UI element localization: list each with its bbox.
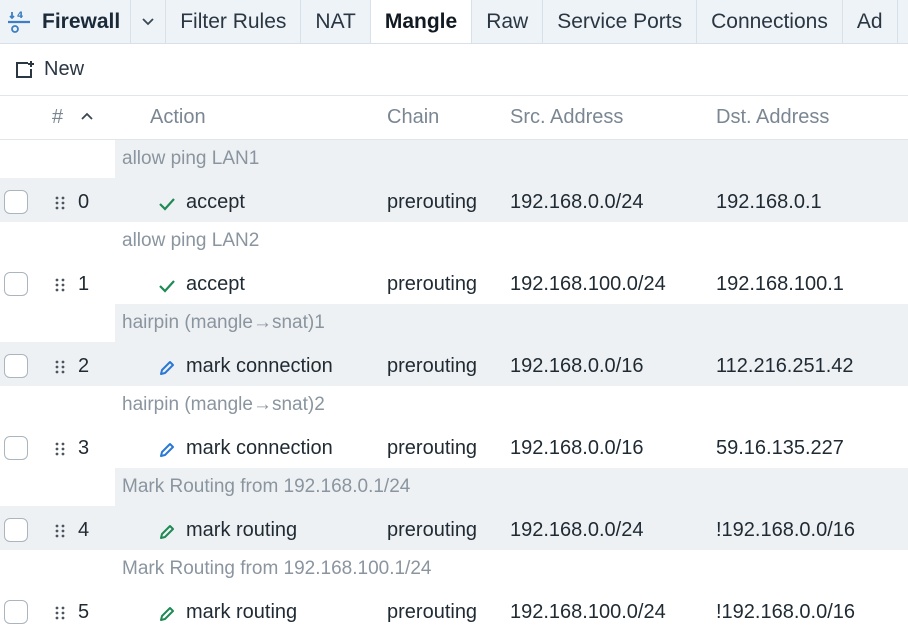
rule-number: 0 (78, 191, 90, 213)
table-header: # Action Chain Src. Address Dst. Address (0, 96, 908, 140)
rule-dst-address: !192.168.0.0/16 (716, 601, 856, 623)
rule-action: mark connection (186, 437, 333, 459)
rule-src-address: 192.168.0.0/16 (510, 437, 644, 459)
pencil-blue-icon (157, 358, 177, 378)
drag-handle-icon[interactable] (54, 442, 66, 456)
rule-chain: prerouting (387, 273, 478, 295)
table-row[interactable]: Mark Routing from 192.168.100.1/24 5 mark … (0, 550, 908, 632)
rule-action: mark connection (186, 355, 333, 377)
table-row[interactable]: hairpin (mangle→snat)1 2 mark connection pr… (0, 304, 908, 386)
rule-action: accept (186, 273, 245, 295)
tab-address-lists[interactable]: Ad (843, 0, 898, 43)
sort-ascending-icon[interactable] (81, 112, 93, 120)
rule-dst-address: 59.16.135.227 (716, 437, 844, 459)
row-checkbox[interactable] (4, 190, 28, 214)
new-button[interactable]: New (14, 58, 84, 81)
svg-text:4: 4 (17, 11, 23, 21)
chevron-down-icon (142, 17, 154, 25)
check-icon (157, 276, 177, 296)
rule-comment: allow ping LAN2 (122, 230, 260, 251)
rule-number: 5 (78, 601, 90, 623)
firewall-icon: 4 (6, 9, 32, 35)
new-button-label: New (44, 58, 85, 80)
pencil-green-icon (157, 604, 177, 624)
rule-src-address: 192.168.0.0/16 (510, 355, 644, 377)
rule-chain: prerouting (387, 355, 478, 377)
table-row[interactable]: allow ping LAN2 1 accept prerouting 192.168.… (0, 222, 908, 304)
column-header-src-address[interactable]: Src. Address (510, 106, 624, 128)
drag-handle-icon[interactable] (54, 196, 66, 210)
rule-dst-address: 192.168.0.1 (716, 191, 822, 213)
rule-chain: prerouting (387, 601, 478, 623)
row-checkbox[interactable] (4, 436, 28, 460)
rule-dst-address: !192.168.0.0/16 (716, 519, 856, 541)
rule-chain: prerouting (387, 519, 478, 541)
rule-action: accept (186, 191, 245, 213)
tab-service-ports[interactable]: Service Ports (543, 0, 698, 43)
check-icon (157, 194, 177, 214)
tab-nat[interactable]: NAT (301, 0, 371, 43)
rule-comment: allow ping LAN1 (122, 148, 260, 169)
rule-number: 4 (78, 519, 90, 541)
rule-number: 2 (78, 355, 90, 377)
rule-action: mark routing (186, 601, 298, 623)
pencil-blue-icon (157, 440, 177, 460)
rule-src-address: 192.168.100.0/24 (510, 273, 666, 295)
column-header-dst-address[interactable]: Dst. Address (716, 106, 830, 128)
pencil-green-icon (157, 522, 177, 542)
drag-handle-icon[interactable] (54, 360, 66, 374)
tab-raw[interactable]: Raw (472, 0, 544, 43)
rule-comment: Mark Routing from 192.168.0.1/24 (122, 476, 411, 497)
row-checkbox[interactable] (4, 354, 28, 378)
rule-dst-address: 112.216.251.42 (716, 355, 854, 377)
tab-bar: 4 Firewall Filter Rules NAT Mangle Raw S… (0, 0, 908, 44)
rule-src-address: 192.168.0.0/24 (510, 191, 644, 213)
rule-dst-address: 192.168.100.1 (716, 273, 844, 295)
toolbar: New (0, 44, 908, 96)
drag-handle-icon[interactable] (54, 606, 66, 620)
app-title[interactable]: 4 Firewall (0, 0, 130, 43)
table-row[interactable]: Mark Routing from 192.168.0.1/24 4 mark ro… (0, 468, 908, 550)
row-checkbox[interactable] (4, 272, 28, 296)
row-background (115, 468, 908, 550)
table-row[interactable]: allow ping LAN1 0 accept prerouting 192.168.… (0, 140, 908, 222)
tab-mangle[interactable]: Mangle (370, 0, 473, 43)
app-menu-dropdown[interactable] (130, 0, 167, 43)
rule-number: 3 (78, 437, 90, 459)
column-header-num[interactable]: # (52, 106, 64, 128)
row-background (115, 140, 908, 222)
rule-chain: prerouting (387, 437, 478, 459)
rule-comment: hairpin (mangle→snat)2 (122, 394, 325, 415)
table-row[interactable]: hairpin (mangle→snat)2 3 mark connection pr… (0, 386, 908, 468)
row-checkbox[interactable] (4, 518, 28, 542)
rule-chain: prerouting (387, 191, 478, 213)
column-header-chain[interactable]: Chain (387, 106, 440, 128)
rule-action: mark routing (186, 519, 298, 541)
rule-comment: Mark Routing from 192.168.100.1/24 (122, 558, 432, 579)
column-header-action[interactable]: Action (150, 106, 206, 128)
add-item-icon (16, 60, 34, 78)
app-title-label: Firewall (42, 9, 121, 33)
row-background (115, 304, 908, 386)
row-checkbox[interactable] (4, 600, 28, 624)
rule-number: 1 (78, 273, 90, 295)
rule-comment: hairpin (mangle→snat)1 (122, 312, 325, 333)
drag-handle-icon[interactable] (54, 524, 66, 538)
drag-handle-icon[interactable] (54, 278, 66, 292)
rule-src-address: 192.168.100.0/24 (510, 601, 666, 623)
tab-filter-rules[interactable]: Filter Rules (166, 0, 302, 43)
tab-connections[interactable]: Connections (697, 0, 843, 43)
rule-src-address: 192.168.0.0/24 (510, 519, 644, 541)
